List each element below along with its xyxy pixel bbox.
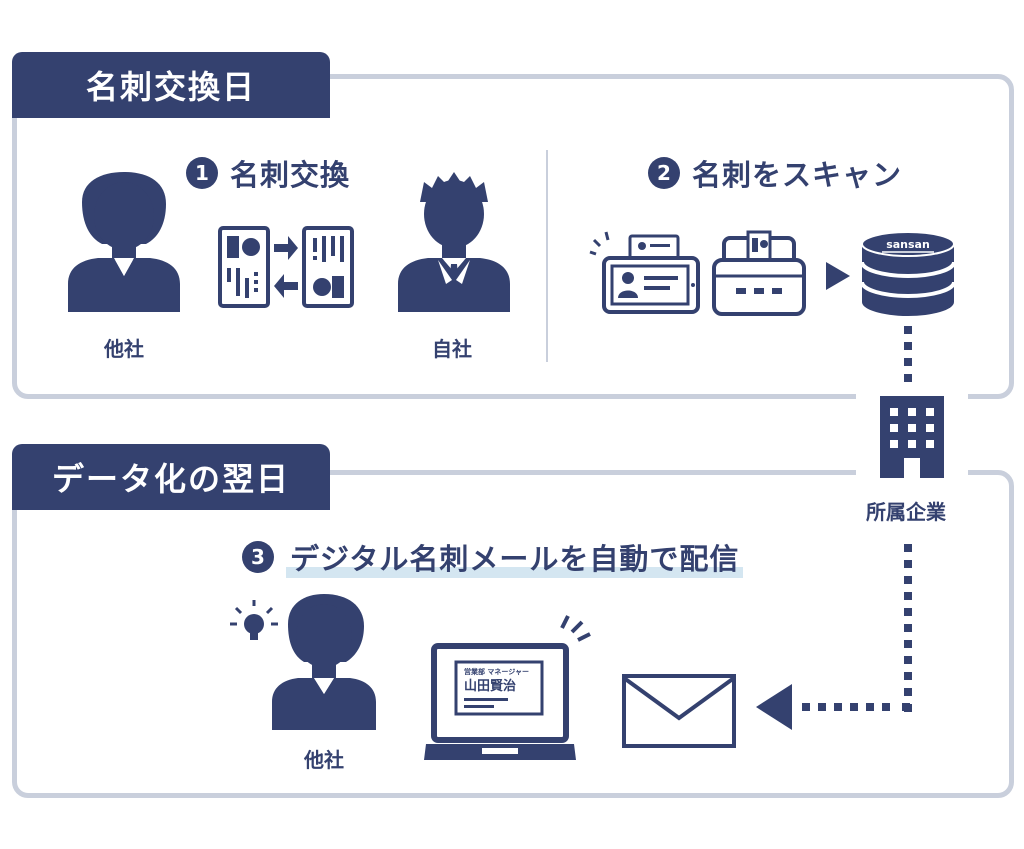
step-3-title: 3 デジタル名刺メールを自動で配信 — [242, 536, 744, 578]
digital-card-name: 山田賢治 — [464, 678, 516, 694]
arrow-right-icon — [826, 262, 850, 290]
lightbulb-icon — [230, 600, 278, 640]
dotted-arrow-to-mail — [756, 684, 910, 730]
other-company-label: 他社 — [104, 337, 144, 361]
other-company-person-icon — [68, 172, 180, 312]
step-1-title: 1 名刺交換 — [186, 152, 350, 194]
own-company-person-icon — [398, 172, 510, 312]
other-company-label-2: 他社 — [304, 748, 344, 772]
step-1-number: 1 — [186, 157, 218, 189]
step-1-label: 名刺交換 — [230, 158, 351, 192]
step-2-title: 2 名刺をスキャン — [648, 152, 902, 194]
sansan-logo-text: sansan — [886, 238, 930, 251]
step-3-number: 3 — [242, 541, 274, 573]
step-2-number: 2 — [648, 157, 680, 189]
smartphone-scan-icon — [589, 231, 700, 314]
other-company-person-idea-icon — [230, 594, 376, 730]
own-company-label: 自社 — [432, 337, 472, 361]
building-icon — [856, 386, 968, 478]
next-day-tab: データ化の翌日 — [12, 444, 330, 510]
digital-card-department: 営業部 マネージャー — [464, 667, 529, 676]
step-2-label: 名刺をスキャン — [692, 158, 903, 192]
card-exchange-icon — [218, 226, 354, 308]
section-divider — [546, 150, 548, 362]
exchange-day-tab: 名刺交換日 — [12, 52, 330, 118]
laptop-icon: 営業部 マネージャー 山田賢治 — [424, 615, 591, 760]
dotted-connector-vertical-1 — [904, 326, 912, 382]
next-day-panel — [12, 470, 1014, 798]
scanner-icon — [712, 230, 806, 316]
step-3-label: デジタル名刺メールを自動で配信 — [286, 536, 744, 578]
affiliated-company-label: 所属企業 — [850, 496, 962, 525]
sansan-database-icon: sansan — [860, 231, 956, 316]
mail-icon — [622, 674, 736, 748]
exchange-day-panel — [12, 74, 1014, 399]
